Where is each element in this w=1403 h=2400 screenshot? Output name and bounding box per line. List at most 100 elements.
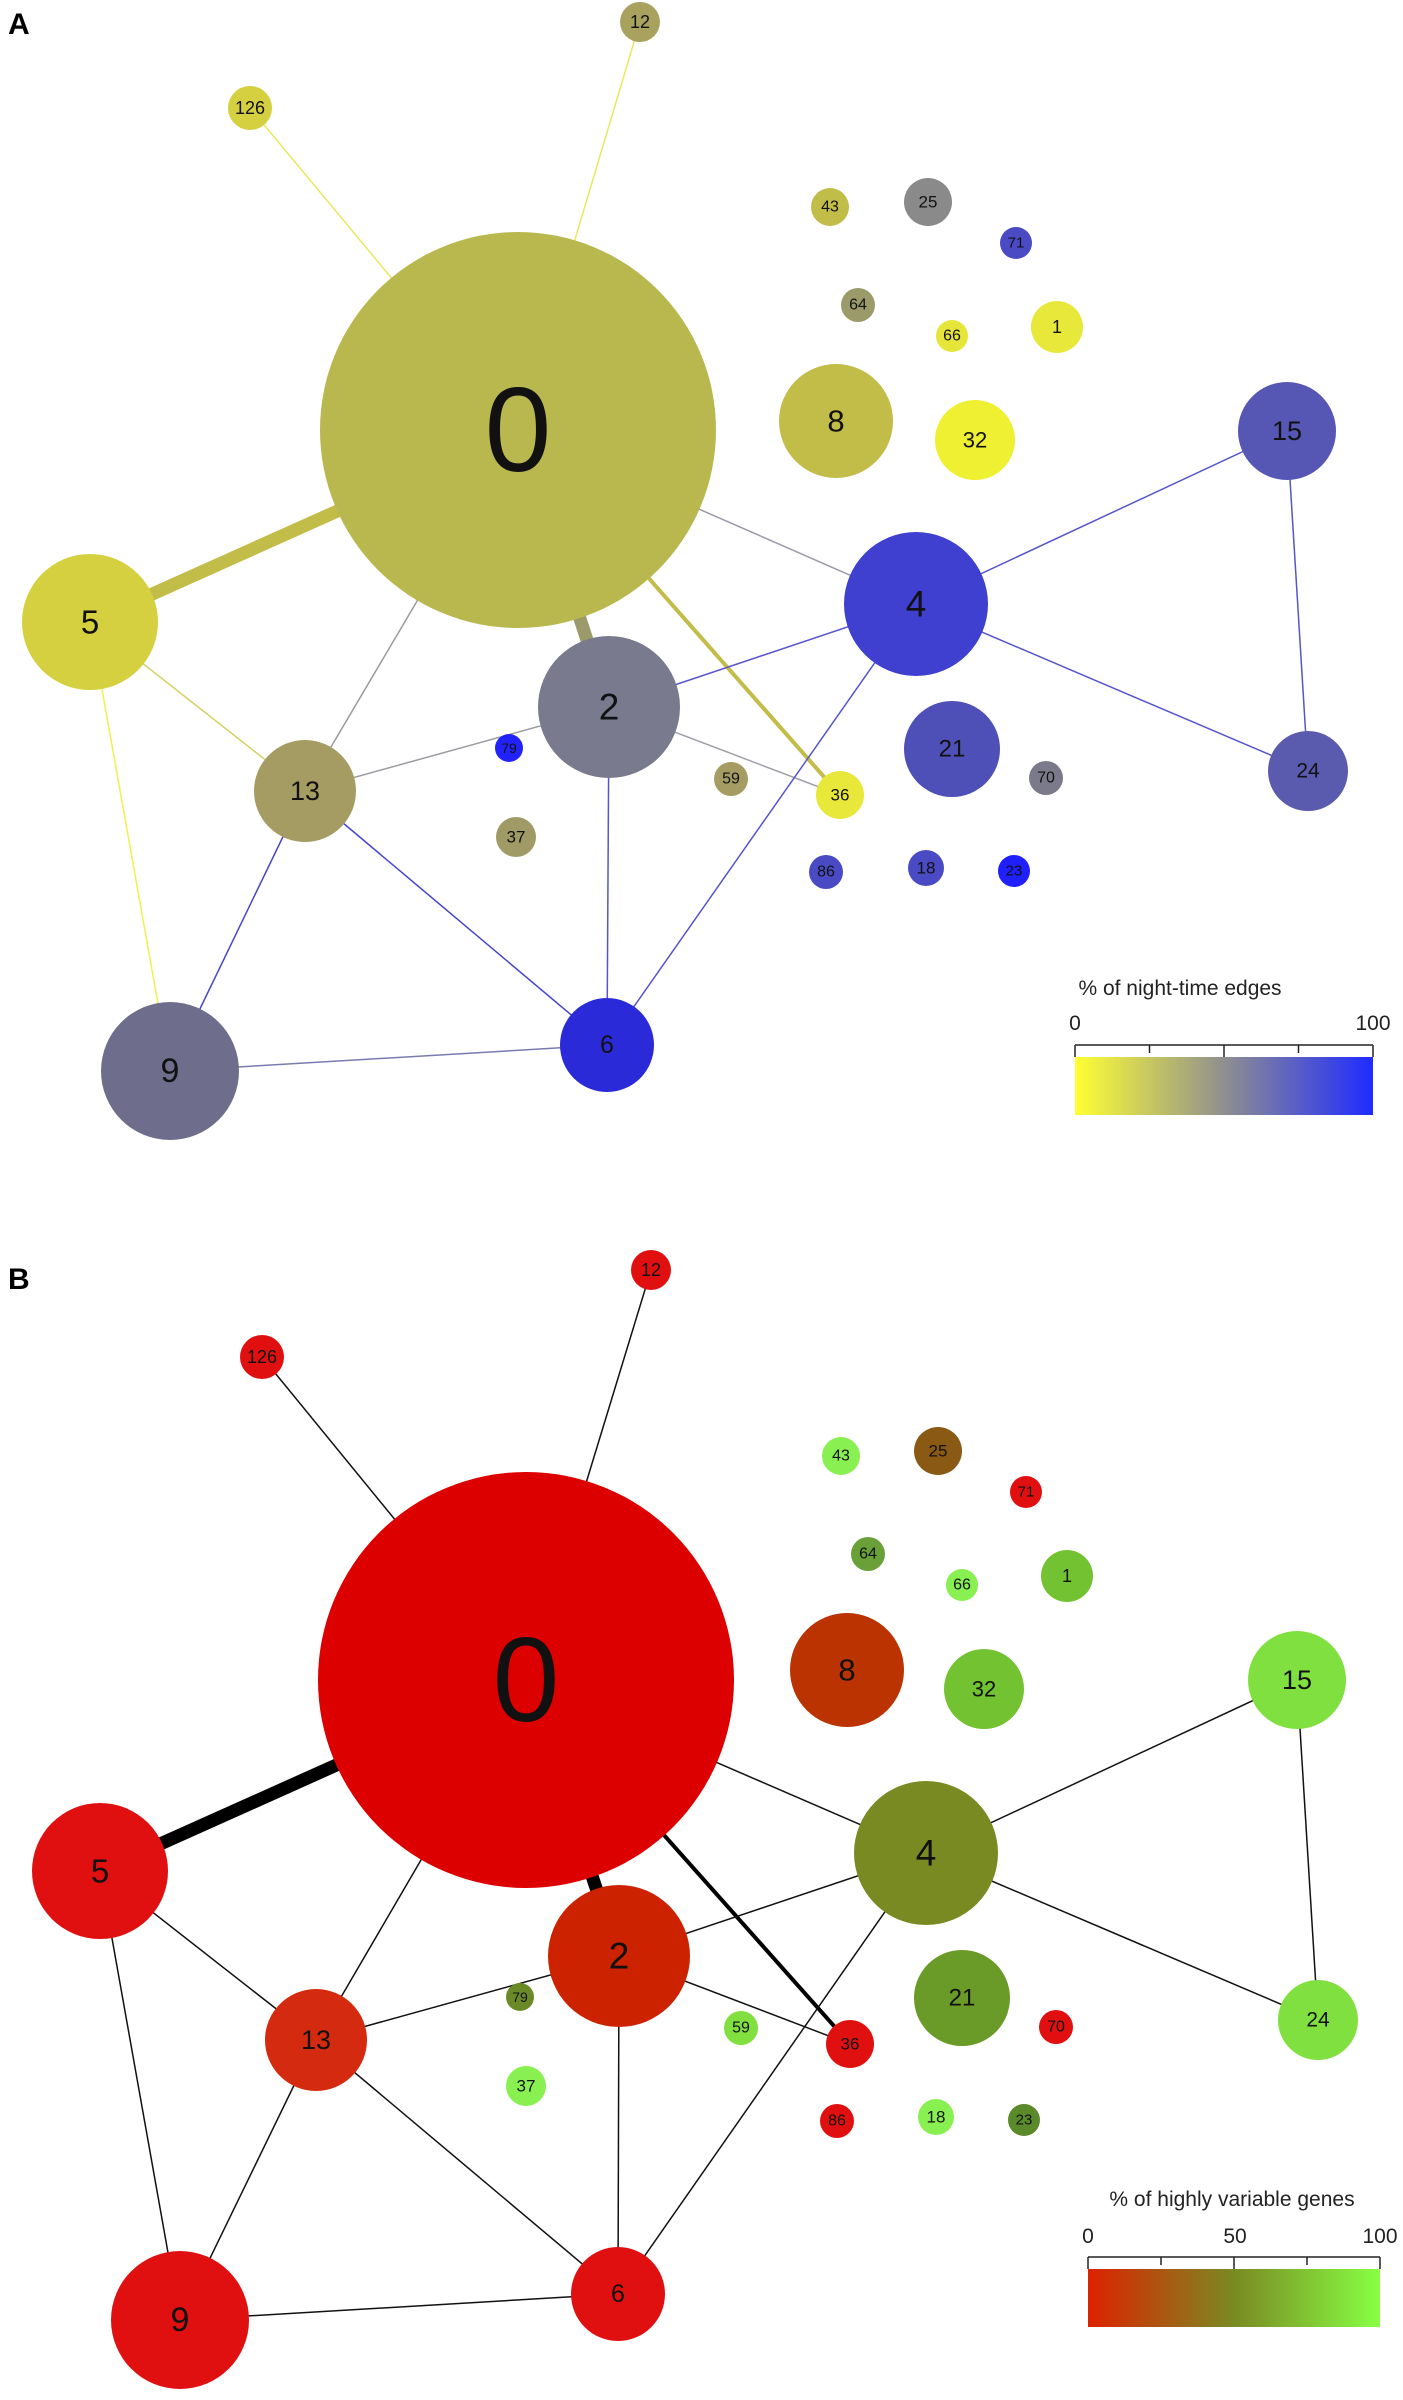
node-circle-6 xyxy=(571,2247,665,2341)
node-circle-59 xyxy=(724,2011,758,2045)
node-9: 9 xyxy=(111,2251,249,2389)
node-66: 66 xyxy=(936,320,968,352)
node-label-43: 43 xyxy=(821,199,839,216)
node-label-70: 70 xyxy=(1037,770,1055,787)
node-15: 15 xyxy=(1238,382,1336,480)
panel-b-legend-min: 0 xyxy=(1082,2225,1094,2248)
panel-b-legend-title: % of highly variable genes xyxy=(1109,2188,1354,2211)
node-label-4: 4 xyxy=(916,1833,937,1874)
node-label-21: 21 xyxy=(949,1985,976,2012)
node-label-8: 8 xyxy=(827,404,844,439)
node-circle-32 xyxy=(944,1649,1024,1729)
node-circle-8 xyxy=(779,364,893,478)
node-label-6: 6 xyxy=(600,1031,614,1059)
node-21: 21 xyxy=(914,1950,1010,2046)
node-label-64: 64 xyxy=(859,1546,877,1563)
node-32: 32 xyxy=(944,1649,1024,1729)
panel-b-legend-mid: 50 xyxy=(1223,2225,1246,2248)
node-label-32: 32 xyxy=(963,428,987,453)
node-79: 79 xyxy=(495,734,523,762)
node-8: 8 xyxy=(790,1613,904,1727)
node-43: 43 xyxy=(822,1437,860,1475)
node-label-5: 5 xyxy=(81,604,99,641)
node-circle-71 xyxy=(1010,1476,1042,1508)
node-circle-2 xyxy=(538,636,680,778)
node-79: 79 xyxy=(506,1983,534,2011)
node-2: 2 xyxy=(538,636,680,778)
node-label-71: 71 xyxy=(1008,235,1025,252)
edge-9-6 xyxy=(169,1044,608,1072)
panel-b-legend-max: 100 xyxy=(1362,2225,1397,2248)
node-circle-0 xyxy=(320,232,716,628)
node-label-36: 36 xyxy=(841,2035,860,2054)
node-label-8: 8 xyxy=(838,1653,855,1688)
edge-15-24 xyxy=(1296,1679,1319,2021)
node-label-66: 66 xyxy=(953,1577,971,1594)
node-label-36: 36 xyxy=(831,786,850,805)
node-circle-86 xyxy=(820,2104,854,2138)
node-label-4: 4 xyxy=(906,584,927,625)
node-37: 37 xyxy=(506,2066,546,2106)
node-circle-1 xyxy=(1031,301,1083,353)
node-circle-59 xyxy=(714,762,748,796)
node-circle-5 xyxy=(32,1803,168,1939)
node-label-24: 24 xyxy=(1306,2009,1330,2032)
edge-13-6 xyxy=(315,2039,619,2295)
node-circle-23 xyxy=(998,855,1030,887)
node-circle-79 xyxy=(506,1983,534,2011)
node-0: 0 xyxy=(320,232,716,628)
node-circle-43 xyxy=(822,1437,860,1475)
node-label-15: 15 xyxy=(1272,416,1302,446)
node-4: 4 xyxy=(854,1781,998,1925)
node-13: 13 xyxy=(265,1989,367,2091)
edge-4-6 xyxy=(617,1852,927,2295)
panel-b-legend-colorbar xyxy=(1088,2269,1380,2327)
node-label-70: 70 xyxy=(1047,2019,1065,2036)
node-label-23: 23 xyxy=(1016,2112,1033,2129)
node-circle-25 xyxy=(904,178,952,226)
node-circle-21 xyxy=(914,1950,1010,2046)
node-18: 18 xyxy=(908,850,944,886)
node-circle-86 xyxy=(809,855,843,889)
node-circle-4 xyxy=(854,1781,998,1925)
node-71: 71 xyxy=(1010,1476,1042,1508)
node-8: 8 xyxy=(779,364,893,478)
node-66: 66 xyxy=(946,1569,978,1601)
node-label-64: 64 xyxy=(849,297,867,314)
node-circle-37 xyxy=(496,817,536,857)
node-0: 0 xyxy=(318,1472,734,1888)
node-label-25: 25 xyxy=(919,193,938,212)
node-label-24: 24 xyxy=(1296,760,1320,783)
edge-13-6 xyxy=(304,790,608,1046)
node-circle-18 xyxy=(908,850,944,886)
node-circle-13 xyxy=(254,740,356,842)
node-circle-66 xyxy=(946,1569,978,1601)
edge-5-9 xyxy=(89,621,171,1072)
node-label-32: 32 xyxy=(972,1677,996,1702)
node-43: 43 xyxy=(811,188,849,226)
node-circle-18 xyxy=(918,2099,954,2135)
node-circle-1 xyxy=(1041,1550,1093,1602)
node-12: 12 xyxy=(620,2,660,42)
node-circle-32 xyxy=(935,400,1015,480)
node-5: 5 xyxy=(32,1803,168,1939)
node-label-2: 2 xyxy=(609,1936,630,1977)
node-label-12: 12 xyxy=(630,12,650,32)
node-label-1: 1 xyxy=(1052,317,1062,337)
node-1: 1 xyxy=(1031,301,1083,353)
edge-4-6 xyxy=(606,603,917,1046)
node-64: 64 xyxy=(841,288,875,322)
node-circle-12 xyxy=(620,2,660,42)
node-label-59: 59 xyxy=(722,771,740,788)
node-circle-64 xyxy=(851,1537,885,1571)
node-label-13: 13 xyxy=(290,776,320,806)
node-circle-79 xyxy=(495,734,523,762)
node-label-126: 126 xyxy=(235,98,265,118)
node-circle-126 xyxy=(228,86,272,130)
node-label-1: 1 xyxy=(1062,1566,1072,1586)
node-circle-8 xyxy=(790,1613,904,1727)
node-70: 70 xyxy=(1029,761,1063,795)
node-36: 36 xyxy=(816,771,864,819)
node-label-21: 21 xyxy=(939,736,966,763)
